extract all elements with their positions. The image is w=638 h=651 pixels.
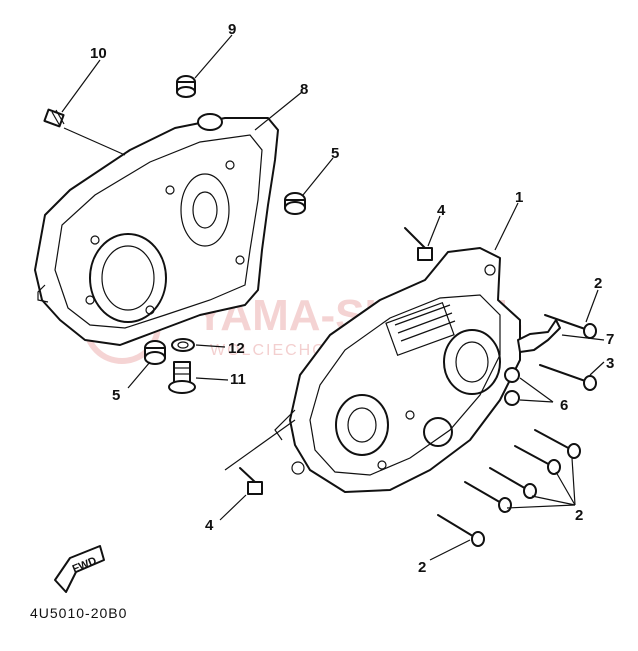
- callout-5-upper: 5: [331, 145, 339, 162]
- callout-2-bottom: 2: [418, 559, 426, 576]
- bolt-3: [539, 364, 597, 391]
- callout-5-lower: 5: [112, 387, 120, 404]
- crankcase-left-half: [34, 113, 279, 346]
- bolt-4-upper: [404, 227, 433, 261]
- callout-11: 11: [230, 371, 246, 388]
- fwd-arrow: FWD: [54, 545, 105, 593]
- crankcase-right-half: [274, 247, 521, 493]
- callout-10: 10: [90, 45, 107, 62]
- bolt-2-mid-b: [514, 445, 561, 475]
- washer-12: [171, 338, 195, 352]
- bolt-2-mid-d: [464, 481, 512, 513]
- callout-2-top: 2: [594, 275, 602, 292]
- callout-7: 7: [606, 331, 614, 348]
- callout-9: 9: [228, 21, 236, 38]
- plug-9: [176, 75, 196, 98]
- bolt-2-mid-a: [534, 429, 581, 459]
- dowel-pin-5-lower: [144, 340, 166, 365]
- callout-4-upper: 4: [437, 202, 446, 219]
- bolt-2-bottom: [437, 514, 485, 547]
- callout-3: 3: [606, 355, 614, 372]
- drain-plug-11: [168, 361, 196, 394]
- long-bolts-2-3: [437, 314, 597, 547]
- bolt-4-lower: [239, 467, 263, 495]
- clip-7: [517, 319, 561, 353]
- callout-2-right: 2: [575, 507, 583, 524]
- bolt-2-mid-c: [489, 467, 537, 499]
- leader-lines: [61, 34, 605, 561]
- dowel-6-a: [504, 367, 520, 383]
- callout-8: 8: [300, 81, 308, 98]
- bolt-10: [43, 108, 126, 156]
- dowel-pin-5-upper: [284, 192, 306, 215]
- callout-12: 12: [228, 340, 245, 357]
- callout-6: 6: [560, 397, 568, 414]
- callout-1: 1: [515, 189, 523, 206]
- callout-4-lower: 4: [205, 517, 214, 534]
- dowel-6-b: [504, 390, 520, 406]
- drawing-code: 4U5010-20B0: [30, 605, 127, 621]
